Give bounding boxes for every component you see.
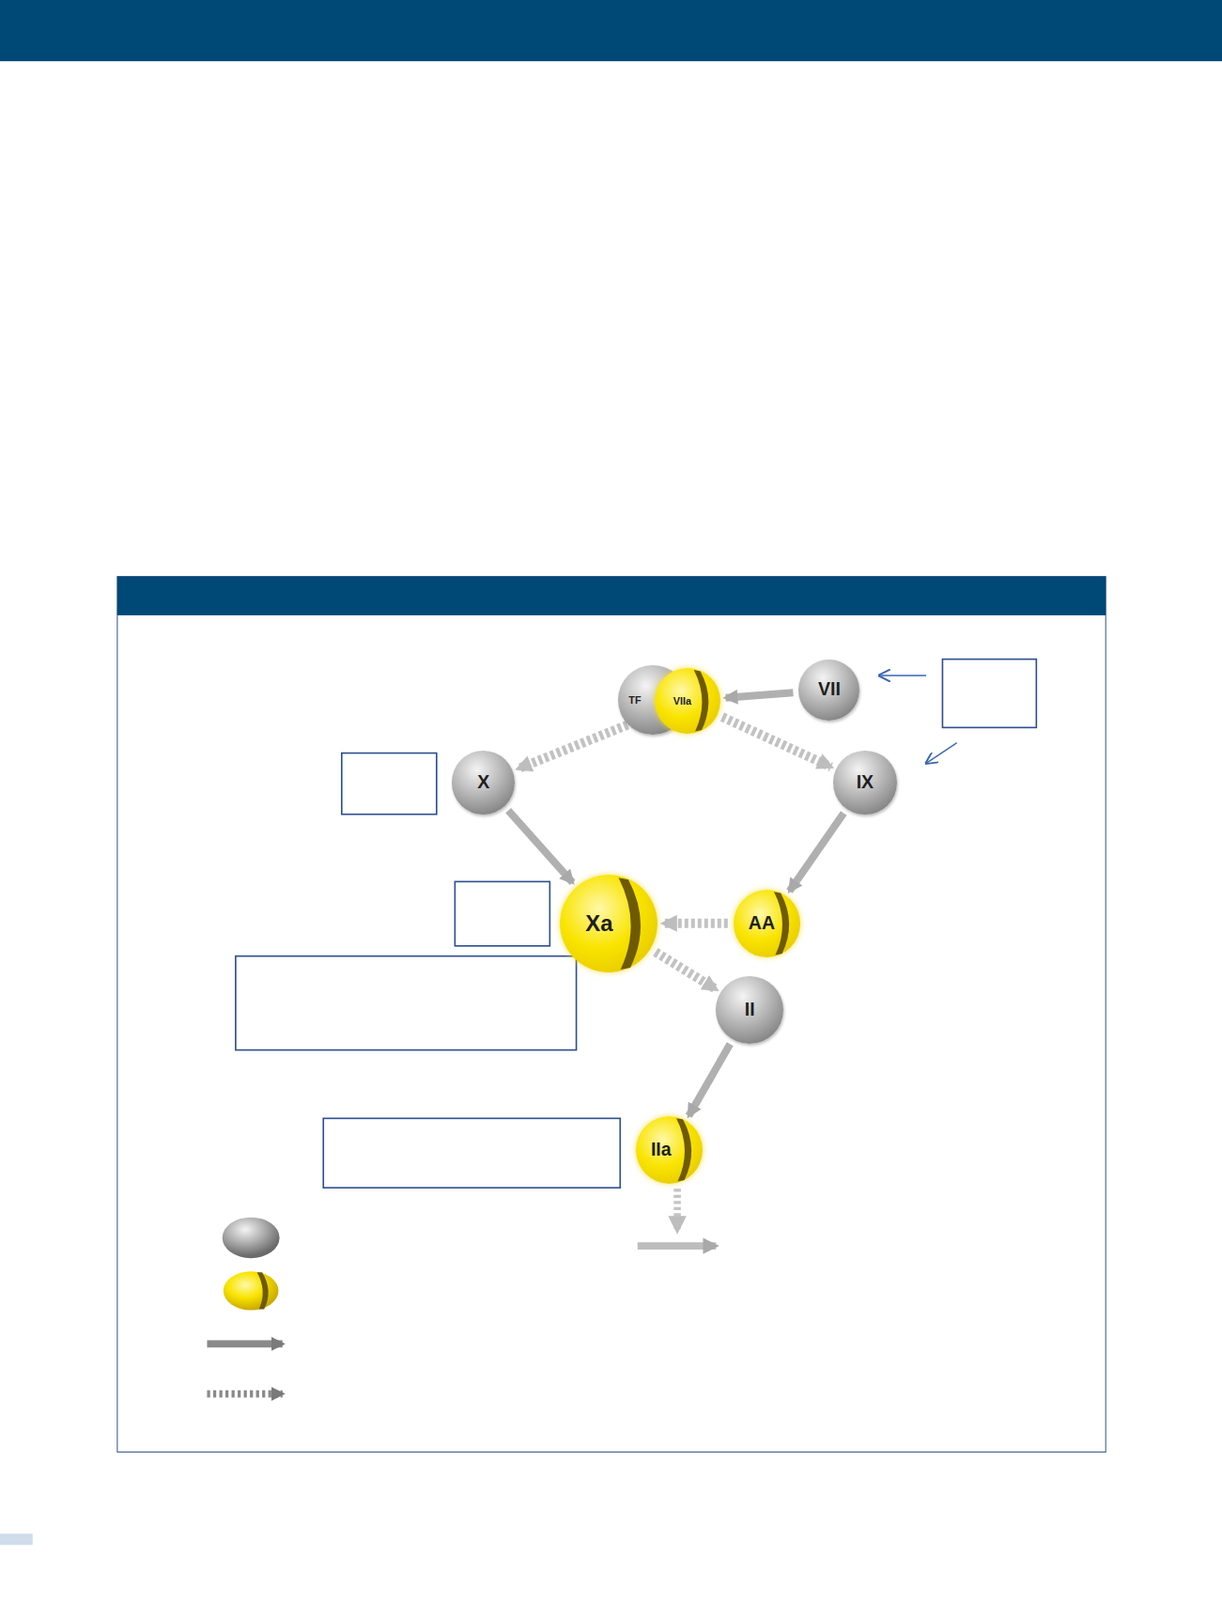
empty-box <box>235 956 577 1051</box>
panel-frame <box>117 576 1106 1453</box>
dotted-arrow <box>673 1188 681 1231</box>
outcome-arrow <box>637 1241 717 1250</box>
factor-label: IIa <box>650 1140 672 1160</box>
factor-label: VIIa <box>673 696 692 707</box>
legend-stripe <box>257 1271 269 1309</box>
factor-label: II <box>744 1000 756 1020</box>
active-factor-circle: IIa <box>635 1115 704 1184</box>
panel-header <box>117 576 1106 616</box>
factor-label: IX <box>856 773 874 792</box>
conversion-arrow <box>726 692 794 698</box>
legend-solid-arrow <box>206 1340 282 1348</box>
legend-dotted-arrow <box>206 1390 282 1398</box>
factor-circle: VII <box>798 659 860 721</box>
conversion-arrow <box>789 812 845 891</box>
legend-yellow-circle <box>223 1270 279 1310</box>
corner-tab <box>0 1532 33 1545</box>
factor-label: AA <box>748 913 775 933</box>
factor-circle: II <box>715 975 784 1044</box>
active-factor-circle: AA <box>733 889 802 958</box>
catalysis-arrow <box>655 951 717 990</box>
active-factor-circle: VIIa <box>654 667 721 734</box>
conversion-arrow <box>508 810 573 883</box>
factor-label: VII <box>818 680 841 699</box>
factor-circle: IX <box>833 750 897 814</box>
factor-label: Xa <box>585 912 613 935</box>
conversion-arrow <box>688 1043 730 1115</box>
catalysis-arrow <box>663 918 728 929</box>
empty-box <box>454 881 550 945</box>
empty-box <box>323 1117 620 1188</box>
empty-box <box>942 659 1037 728</box>
pointer-arrow <box>926 742 958 764</box>
pointer-arrow <box>879 674 927 676</box>
factor-circle: X <box>451 750 515 814</box>
factor-label: X <box>477 773 490 792</box>
top-bar <box>0 0 1222 62</box>
active-factor-circle: Xa <box>559 874 658 973</box>
catalysis-arrow <box>722 716 832 767</box>
legend-gray-circle <box>222 1217 280 1258</box>
factor-label: TF <box>628 695 641 706</box>
empty-box <box>341 753 437 815</box>
